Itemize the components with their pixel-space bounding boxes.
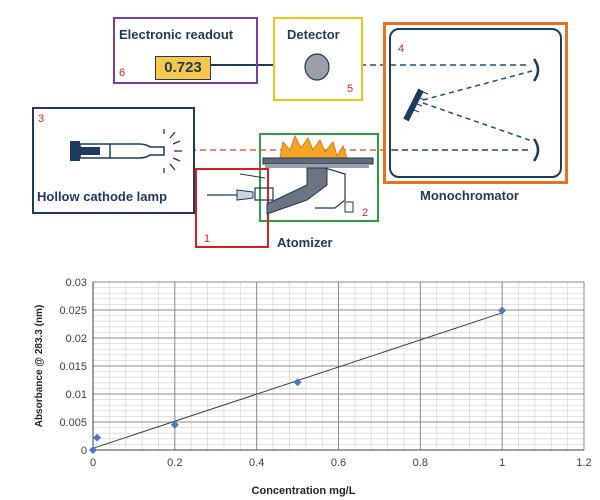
monochromator-title: Monochromator [420,188,519,203]
detector-sensor-icon [304,53,330,81]
detector-box: Detector 5 [273,17,363,101]
flame-icon [279,134,348,159]
x-tick-label: 0.2 [167,457,182,469]
monochromator-box: 4 [383,22,568,184]
y-axis-label: Absorbance @ 283.3 (nm) [34,305,45,428]
detector-number: 5 [347,83,354,95]
y-tick-label: 0.02 [66,333,87,345]
lamp-box: 3 Hollow cathode lamp [32,107,195,214]
x-tick-label: 0.8 [413,457,428,469]
readout-box: Electronic readout 6 0.723 [113,17,258,84]
atomizer-number-nebulizer: 1 [204,233,211,245]
x-tick-label: 0 [90,457,96,469]
monochromator-number: 4 [398,43,405,55]
x-tick-label: 1.2 [576,457,591,469]
atomizer-title: Atomizer [277,235,333,250]
atomizer-number-burner: 2 [362,207,369,219]
readout-display: 0.723 [155,56,211,80]
monochromator-inner-frame [389,28,562,178]
x-tick-label: 1 [499,457,505,469]
x-tick-label: 0.6 [331,457,346,469]
upper-mirror-icon [532,58,540,82]
readout-title: Electronic readout [119,27,234,42]
lamp-title: Hollow cathode lamp [37,189,168,204]
y-tick-label: 0.015 [59,361,87,373]
y-tick-label: 0.005 [59,417,87,429]
instrument-diagram: Electronic readout 6 0.723 Detector 5 4 [32,17,568,250]
detector-title: Detector [287,27,340,42]
x-axis-label: Concentration mg/L [252,485,356,497]
readout-number: 6 [119,67,126,79]
x-tick-label: 0.4 [249,457,264,469]
lower-mirror-icon [532,138,540,162]
grating-icon [403,88,429,122]
atomizer-assembly-icon [207,134,374,215]
data-point [498,306,507,315]
data-point [93,433,102,442]
lamp-number: 3 [38,113,45,125]
monochromator-optics [403,58,540,162]
y-tick-label: 0.01 [66,389,87,401]
calibration-chart: 0 0.2 0.4 0.6 0.8 1 1.2 0 0.005 0.01 0.015 0.02 0.02… [34,277,592,497]
data-point [293,378,302,387]
y-tick-label: 0.03 [66,277,87,289]
y-tick-label: 0.025 [59,305,87,317]
y-tick-label: 0 [81,445,87,457]
data-point [170,420,179,429]
data-point [89,446,97,454]
hollow-cathode-lamp-icon [70,129,182,173]
